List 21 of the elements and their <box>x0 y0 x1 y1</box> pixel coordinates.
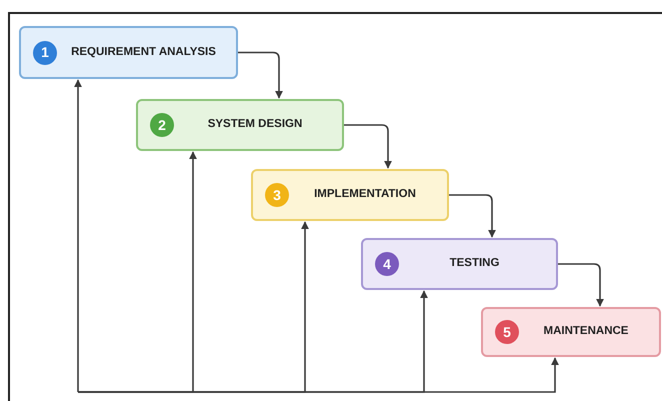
step-label: MAINTENANCE <box>542 324 630 340</box>
arrow <box>558 263 604 307</box>
step-number-badge: 4 <box>375 252 399 276</box>
process-box <box>361 238 558 290</box>
step-number-badge: 1 <box>33 40 57 64</box>
step-label: IMPLEMENTATION <box>313 187 417 202</box>
arrow <box>449 194 496 238</box>
step-label: REQUIREMENT ANALYSIS <box>70 44 217 60</box>
step-number-badge: 5 <box>495 320 519 344</box>
process-box <box>251 169 449 221</box>
arrow <box>344 124 392 169</box>
step-label: TESTING <box>448 256 500 272</box>
process-box <box>136 99 344 151</box>
process-box <box>481 307 661 357</box>
step-label: SYSTEM DESIGN <box>206 117 304 132</box>
step-number-badge: 3 <box>265 183 289 207</box>
arrow <box>238 52 283 99</box>
arrow <box>78 357 559 393</box>
process-box <box>19 26 238 79</box>
arrow <box>74 79 82 393</box>
step-number-badge: 2 <box>150 113 174 137</box>
